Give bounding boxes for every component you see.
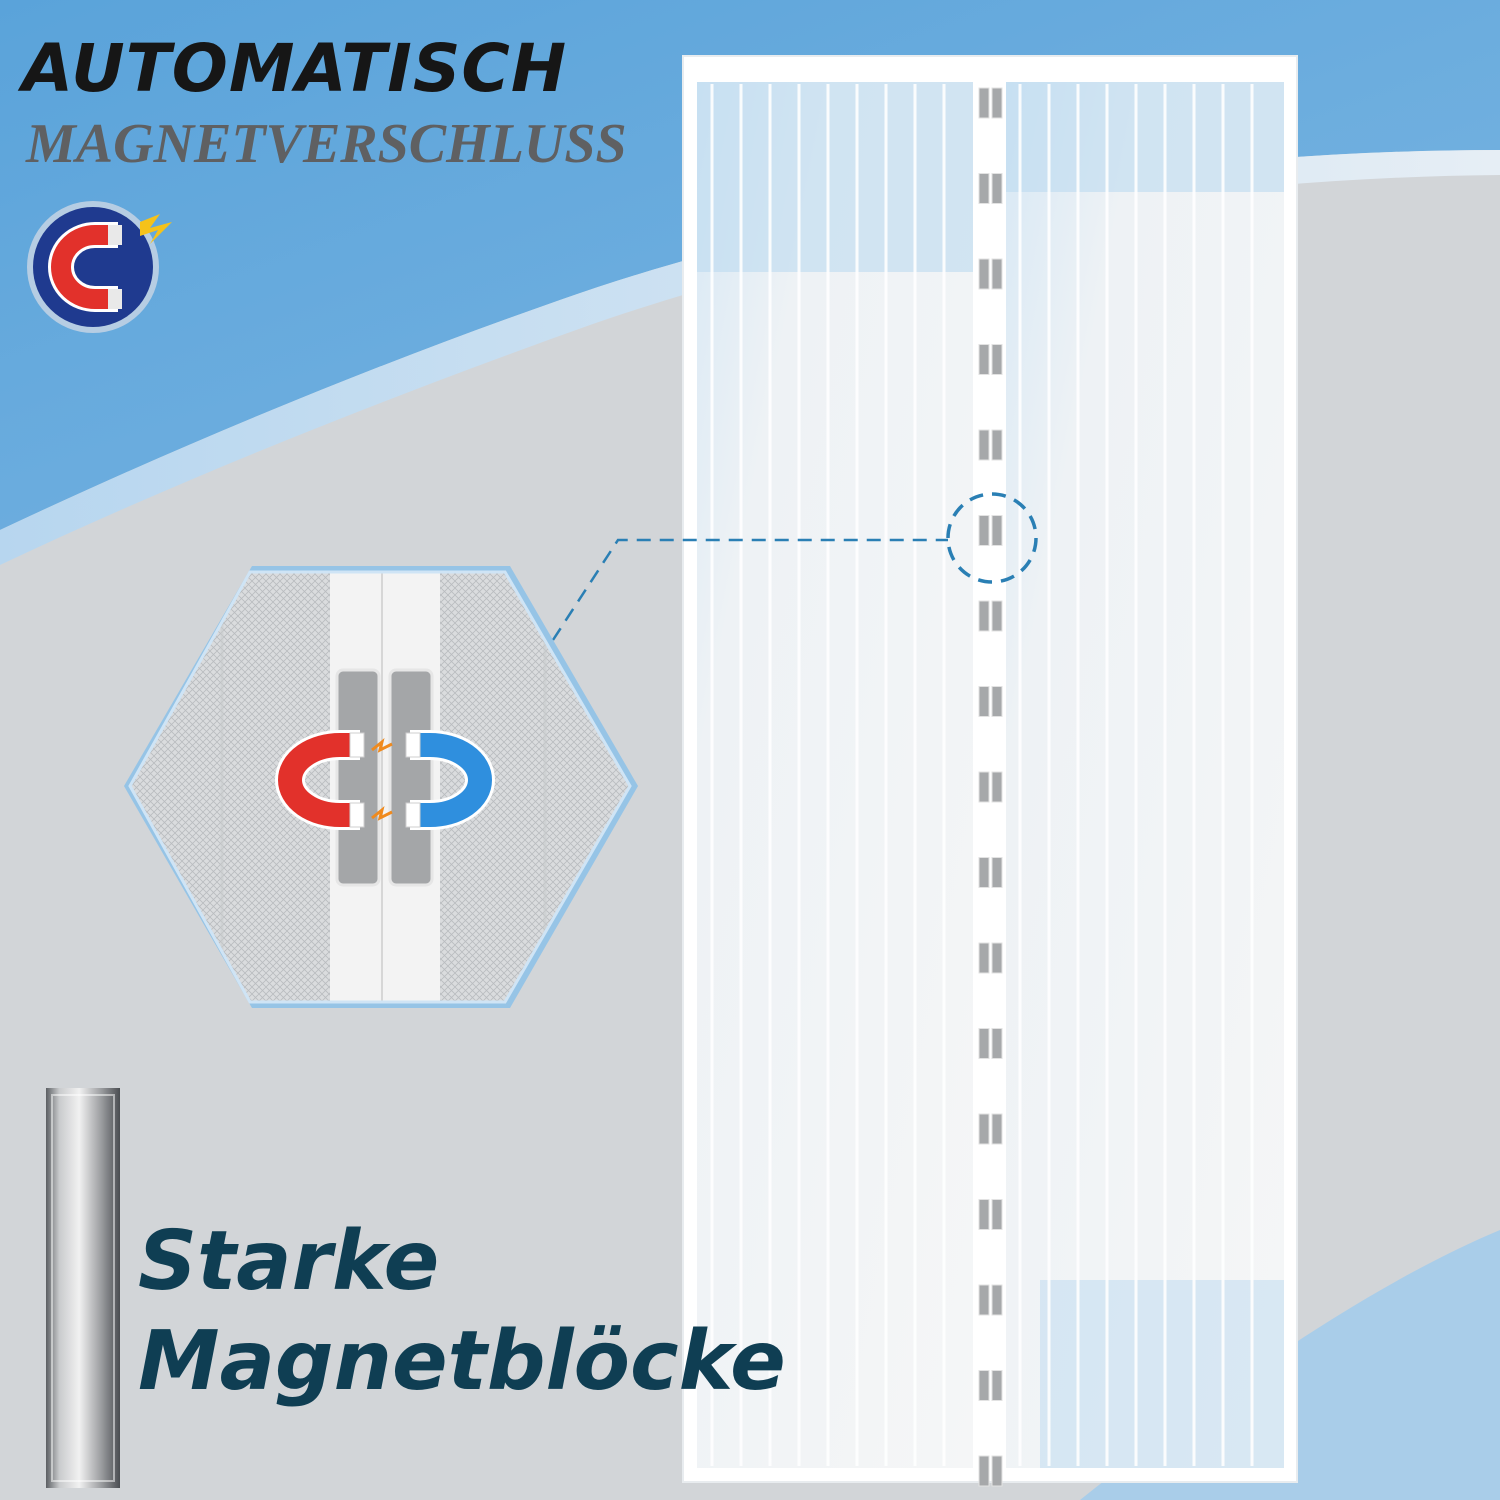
seam-magnet-slot	[978, 1370, 1003, 1401]
seam-magnet-slot	[978, 1113, 1003, 1145]
seam-magnet-slot	[978, 87, 1003, 119]
callout-line	[551, 538, 948, 641]
curtain-right-panel	[1006, 82, 1284, 1468]
seam-magnet-slot	[978, 173, 1003, 204]
seam-magnet-slot	[978, 686, 1003, 717]
headline-subtitle: MAGNETVERSCHLUSS	[26, 113, 627, 175]
headline-title: AUTOMATISCH	[22, 30, 568, 107]
magnet-pair-icon	[275, 730, 495, 830]
seam-magnet-slot	[978, 258, 1003, 290]
seam-magnet-slot	[978, 942, 1003, 974]
seam-magnet-slot	[978, 344, 1003, 375]
seam-magnet-slot	[978, 771, 1003, 803]
curtain-left-panel	[697, 82, 973, 1468]
seam-magnet-slot	[978, 429, 1003, 461]
mesh-curtain	[682, 55, 1298, 1487]
seam-detail-hexagon	[124, 566, 638, 1008]
feature-caption: Starke Magnetblöcke	[138, 1212, 786, 1412]
caption-line-2: Magnetblöcke	[138, 1314, 786, 1409]
seam-magnet-slot	[978, 1199, 1003, 1230]
seam-magnet-slot	[978, 600, 1003, 632]
callout-ring	[946, 492, 1038, 584]
magnet-badge-icon	[27, 201, 172, 333]
caption-line-1: Starke	[138, 1214, 440, 1309]
magnet-block-icon	[46, 1088, 120, 1488]
seam-magnet-slot	[978, 1028, 1003, 1059]
seam-magnet-slot	[978, 1284, 1003, 1316]
seam-magnet-slot	[978, 857, 1003, 888]
seam-magnet-slot	[978, 1455, 1003, 1487]
seam-magnet-slot	[978, 515, 1003, 546]
